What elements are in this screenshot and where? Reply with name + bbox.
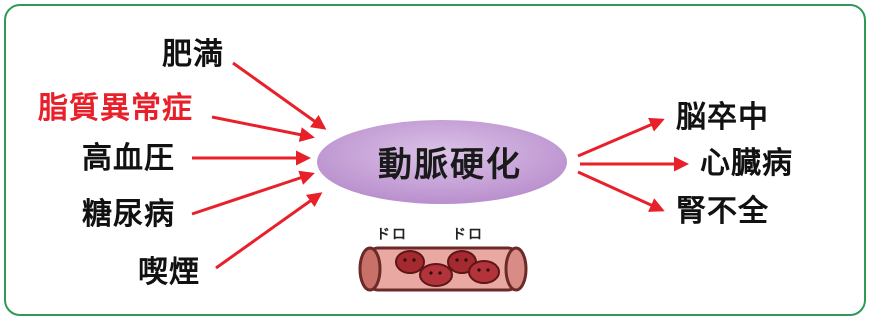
- diagram-frame: [4, 4, 866, 316]
- arrow-effect-kidney: [577, 170, 665, 212]
- arrow-cause-obesity: [232, 61, 327, 130]
- effect-label-heart-disease: 心臓病: [700, 146, 793, 181]
- effect-label-stroke: 脳卒中: [676, 100, 769, 135]
- cause-label-diabetes: 糖尿病: [82, 197, 175, 232]
- arrow-effect-stroke: [577, 117, 665, 158]
- cause-label-obesity: 肥満: [162, 37, 224, 72]
- center-label: 動脈硬化: [378, 145, 522, 185]
- arrow-cause-dyslipidemia: [211, 115, 315, 143]
- arrow-cause-smoking: [215, 192, 323, 270]
- cause-label-hypertension: 高血圧: [82, 141, 175, 176]
- sound-text-left: ドロ: [376, 227, 408, 243]
- arrow-cause-diabetes: [191, 170, 315, 216]
- center-ellipse: [317, 120, 567, 204]
- effect-label-kidney-failure: 腎不全: [676, 194, 769, 229]
- cause-label-dyslipidemia: 脂質異常症: [38, 91, 193, 126]
- blood-vessel-illustration: [358, 246, 528, 292]
- cause-label-smoking: 喫煙: [138, 255, 200, 290]
- sound-text-right: ドロ: [452, 227, 484, 243]
